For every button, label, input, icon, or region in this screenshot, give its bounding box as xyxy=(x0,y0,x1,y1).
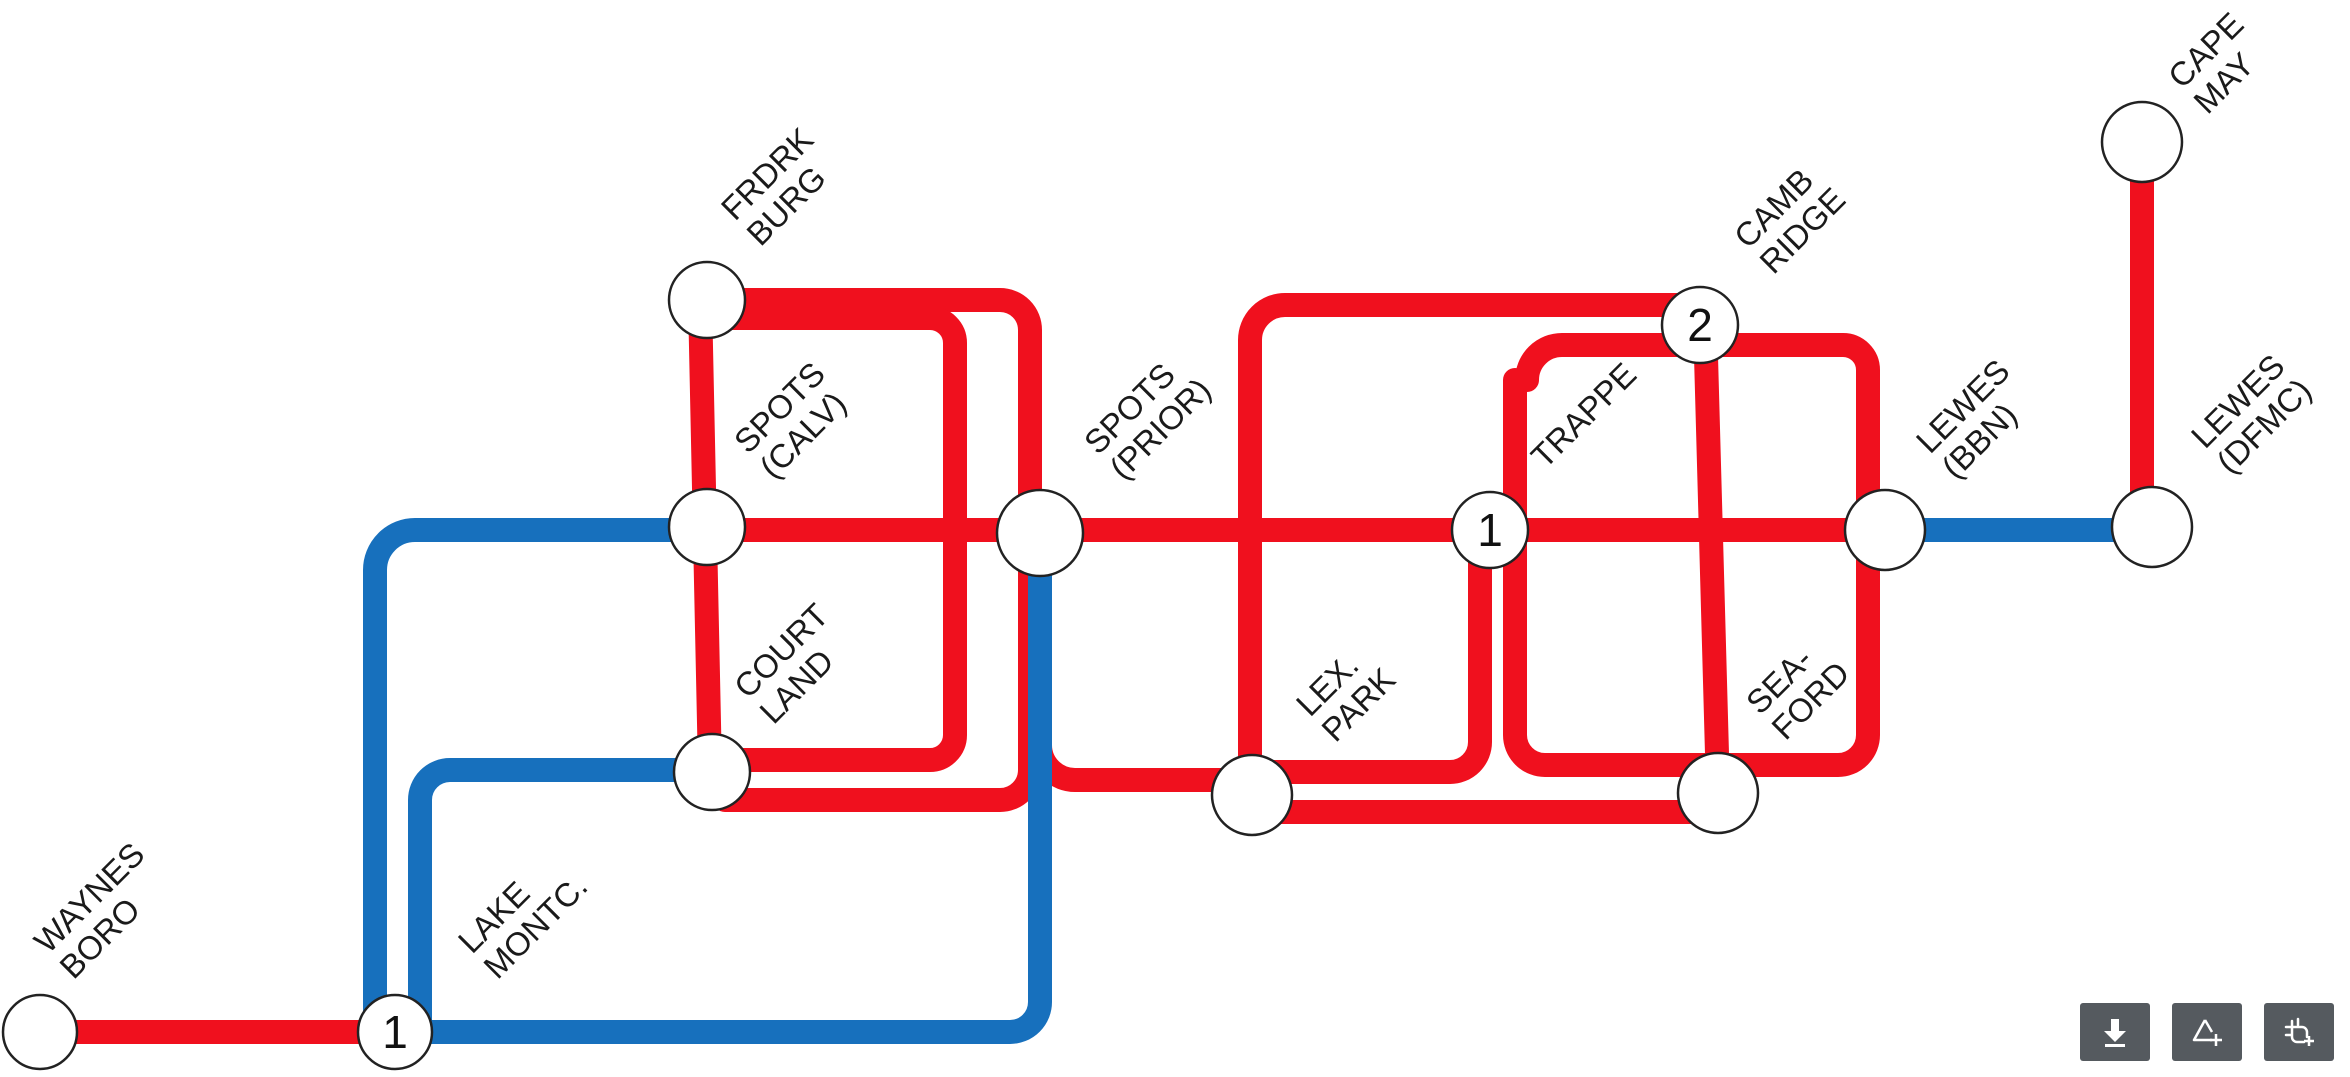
station-node-seaford[interactable] xyxy=(1676,751,1760,835)
blue-route-calv-lake xyxy=(363,518,712,1032)
download-icon xyxy=(2104,1019,2126,1047)
station-label-lex-park: LEX.PARK xyxy=(1289,646,1402,748)
station-node-frdrkburg[interactable] xyxy=(667,260,747,340)
station-count-trappe: 1 xyxy=(1477,504,1503,556)
station-node-courtland[interactable] xyxy=(672,732,752,812)
station-node-lake-montc[interactable] xyxy=(356,993,434,1071)
station-label-seaford: SEA-FORD xyxy=(1739,640,1857,746)
blue-route-court-lake xyxy=(408,758,722,1032)
station-count-lake-montc: 1 xyxy=(382,1006,408,1058)
red-route-lex-camb xyxy=(1238,293,1717,802)
station-label-lewes-bbn: LEWES(BBN) xyxy=(1909,352,2024,485)
station-node-spots-calv[interactable] xyxy=(667,487,747,567)
red-route-frdrk-inner xyxy=(708,306,967,772)
station-label-spots-prior: SPOTS(PRIOR) xyxy=(1077,356,1218,487)
red-route-camb-seaford xyxy=(1693,308,1730,802)
station-label-lewes-dfmc: LEWES(DFMC) xyxy=(2184,347,2319,480)
toolbar xyxy=(2080,1003,2334,1061)
station-node-lewes-bbn[interactable] xyxy=(1843,488,1927,572)
station-count-cambridge: 2 xyxy=(1687,299,1713,351)
station-node-lex-park[interactable] xyxy=(1210,753,1294,837)
add-knot-button[interactable] xyxy=(2264,1003,2334,1061)
red-route-frdrk-outer xyxy=(688,288,1042,812)
blue-route-lake-prior xyxy=(383,518,1052,1044)
triangle-plus-icon xyxy=(2192,1019,2222,1046)
download-button[interactable] xyxy=(2080,1003,2150,1061)
red-route-prior-lex-loop xyxy=(1028,558,1264,792)
station-label-trappe: TRAPPE xyxy=(1524,355,1644,475)
red-route-trappe-loop xyxy=(1503,333,1880,777)
red-route-lex-trappe xyxy=(1238,518,1492,784)
add-triangle-button[interactable] xyxy=(2172,1003,2242,1061)
knot-plus-icon xyxy=(2284,1017,2314,1046)
red-routes xyxy=(28,130,2154,1044)
station-label-line: TRAPPE xyxy=(1524,355,1644,475)
station-node-cape-may[interactable] xyxy=(2100,100,2184,184)
stations: 1 1 2 xyxy=(1,100,2194,1071)
station-node-lewes-dfmc[interactable] xyxy=(2110,485,2194,569)
blue-routes xyxy=(363,518,2164,1044)
station-node-cambridge[interactable] xyxy=(1660,285,1740,365)
station-label-spots-calv: SPOTS(CALV) xyxy=(727,355,853,486)
station-node-spots-prior[interactable] xyxy=(995,488,1085,578)
station-node-trappe[interactable] xyxy=(1450,490,1530,570)
station-node-waynesboro[interactable] xyxy=(1,993,79,1071)
